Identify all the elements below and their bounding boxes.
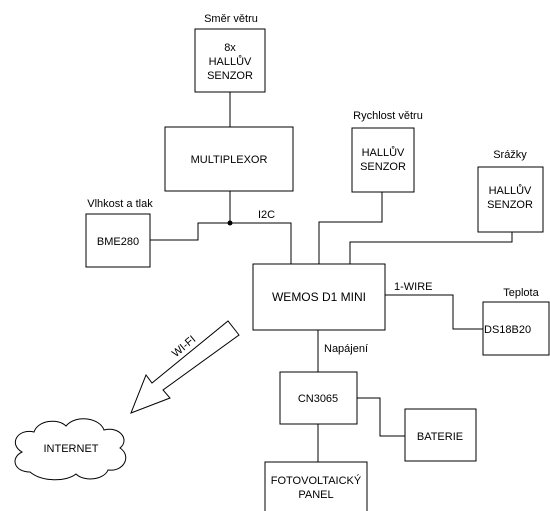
- hall-8x-line3: SENZOR: [207, 70, 253, 82]
- wire-junction-to-wemos: [230, 222, 292, 264]
- label-humidity-pressure: Vlhkost a tlak: [87, 198, 153, 210]
- block-bme280: BME280: [85, 213, 151, 268]
- i2c-junction-dot: [227, 220, 233, 226]
- wemos-label: WEMOS D1 MINI: [272, 290, 366, 304]
- block-battery: BATERIE: [404, 408, 477, 462]
- block-pv-panel: FOTOVOLTAICKÝ PANEL: [264, 461, 368, 511]
- hall-8x-line1: 8x: [224, 42, 236, 54]
- wire-rain-to-wemos: [349, 232, 513, 264]
- pv-panel-line2: PANEL: [298, 489, 333, 501]
- internet-label: INTERNET: [44, 443, 99, 455]
- pv-panel-line1: FOTOVOLTAICKÝ: [271, 474, 362, 487]
- block-multiplexor: MULTIPLEXOR: [164, 126, 294, 192]
- hall-8x-line2: HALLŮV: [209, 55, 252, 68]
- label-one-wire: 1-WIRE: [394, 281, 433, 293]
- block-cn3065: CN3065: [279, 371, 358, 425]
- wire-bme280-to-junction: [150, 222, 230, 241]
- label-wind-direction: Směr větru: [204, 13, 258, 25]
- hall-wind-speed-line1: HALLŮV: [362, 146, 405, 159]
- block-hall-rain: HALLŮV SENZOR: [477, 166, 544, 233]
- connections: [150, 92, 513, 462]
- wifi-arrow-icon: [130, 320, 240, 414]
- wire-windspeed-to-wemos: [318, 192, 383, 264]
- block-hall-wind-speed: HALLŮV SENZOR: [351, 127, 415, 193]
- multiplexor-label: MULTIPLEXOR: [191, 154, 268, 166]
- label-precipitation: Srážky: [493, 149, 527, 161]
- wire-cn3065-to-battery: [357, 397, 405, 437]
- label-power: Napájení: [324, 343, 368, 355]
- ds18b20-label: DS18B20: [484, 324, 531, 336]
- wifi-arrow: WI-FI: [130, 320, 240, 414]
- label-wind-speed: Rychlost větru: [353, 110, 423, 122]
- hall-rain-line1: HALLŮV: [489, 184, 532, 197]
- hall-rain-line2: SENZOR: [487, 199, 533, 211]
- label-i2c: I2C: [258, 209, 275, 221]
- bme280-label: BME280: [97, 236, 139, 248]
- block-wemos: WEMOS D1 MINI: [252, 263, 386, 331]
- cloud-icon: [14, 418, 127, 481]
- cn3065-label: CN3065: [298, 393, 338, 405]
- wire-wemos-to-ds18b20: [385, 294, 483, 330]
- internet-cloud: INTERNET: [14, 418, 127, 481]
- battery-label: BATERIE: [417, 431, 463, 443]
- hall-wind-speed-line2: SENZOR: [360, 161, 406, 173]
- block-ds18b20: DS18B20: [482, 301, 550, 356]
- block-hall-8x: 8x HALLŮV SENZOR: [194, 28, 266, 93]
- label-temperature: Teplota: [503, 287, 539, 299]
